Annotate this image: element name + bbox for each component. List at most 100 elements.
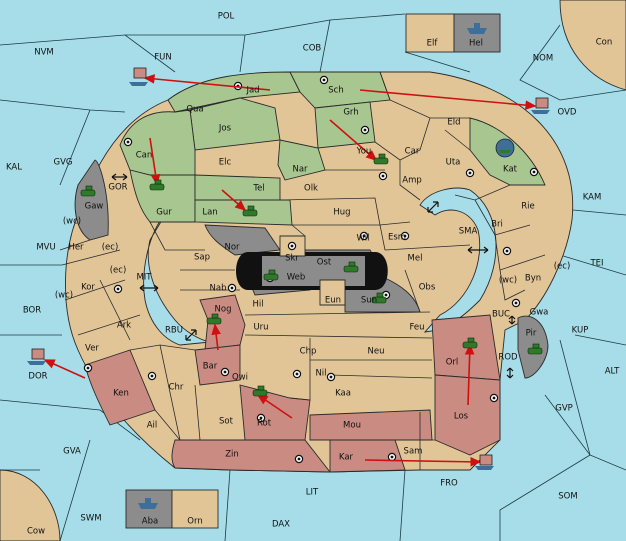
label-ail: Ail (147, 421, 158, 431)
arrow-sch-ovd (359, 89, 537, 110)
label-mel: Mel (408, 254, 423, 264)
label-mit: MIT (136, 273, 152, 283)
label-mou: Mou (343, 421, 361, 431)
label-ovd: OVD (558, 108, 577, 118)
label-som: SOM (558, 492, 577, 502)
label-esm: Esm (388, 233, 406, 243)
province-eun (319, 279, 346, 306)
fleet-icon-ovd (531, 97, 550, 114)
label-hug: Hug (333, 208, 350, 218)
label-olk: Olk (304, 184, 318, 194)
label-zin: Zin (225, 450, 239, 460)
army-icon-lan (242, 205, 258, 217)
label-lit: LIT (306, 488, 319, 498)
label-fro: FRO (440, 479, 458, 489)
army-icon-orl (462, 337, 478, 349)
label-obs: Obs (419, 283, 436, 293)
label-elf: Elf (427, 39, 439, 49)
label-tel: Tel (252, 184, 264, 194)
label-bri: Bri (491, 220, 503, 230)
label-ec-byn: (ec) (554, 262, 571, 272)
province-zin (171, 439, 331, 473)
inner-channel (143, 214, 211, 346)
arrow-tel-lan (221, 189, 247, 212)
fleet-icon-hel (467, 23, 487, 34)
label-nog: Nog (215, 305, 232, 315)
label-hel: Hel (469, 39, 483, 49)
label-ec-kor: (ec) (110, 266, 127, 276)
island-north (405, 13, 501, 53)
label-eun: Eun (325, 296, 341, 306)
army-icon-nog (206, 313, 222, 325)
red-provinces (84, 294, 501, 473)
label-swm: SWM (80, 514, 101, 524)
label-bar: Bar (203, 362, 218, 372)
army-icon-qwi (252, 385, 268, 397)
label-hil: Hil (252, 300, 263, 310)
sea-labels: POL NVM FUN COB NOM OVD KAL GVG GOR KAM … (6, 12, 620, 537)
label-qua: Qua (186, 105, 203, 115)
label-kat: Kat (503, 165, 518, 175)
label-gvp: GVP (555, 404, 573, 414)
arrow-grh-you (329, 119, 378, 162)
label-skr: Skr (285, 254, 299, 264)
label-amp: Amp (402, 176, 422, 186)
label-fun: FUN (154, 53, 171, 63)
label-alt: ALT (605, 367, 620, 377)
label-jos: Jos (218, 124, 232, 134)
province-elf (405, 13, 455, 53)
province-mou (309, 409, 433, 441)
label-gvg: GVG (54, 158, 73, 168)
province-ken (84, 349, 156, 426)
label-wc-kor: (wc) (55, 291, 73, 301)
label-aba: Aba (142, 517, 158, 527)
label-you: You (356, 147, 372, 157)
label-kup: KUP (572, 326, 589, 336)
arrow-bar-nog (211, 323, 221, 351)
label-sun: Sun (361, 296, 377, 306)
army-icon-gur (149, 179, 165, 191)
label-nom: NOM (533, 54, 553, 64)
province-bar (194, 344, 241, 386)
label-qwi: Qwi (232, 373, 248, 383)
fleet-icon-dor (27, 348, 46, 365)
land-labels: Elf Hel Jad Sch Qua Jos Grh Eld Can Elc … (68, 39, 548, 527)
province-kar (329, 439, 406, 473)
label-orl: Orl (446, 358, 459, 368)
province-tel (194, 174, 281, 201)
label-rod: ROD (498, 353, 518, 363)
label-sap: Sap (194, 253, 210, 263)
army-icon-gaw (80, 185, 96, 197)
label-sot: Sot (219, 417, 234, 427)
label-gaw: Gaw (85, 202, 104, 212)
army-icon-ost (343, 261, 359, 273)
army-icon-web (263, 269, 279, 281)
label-chr: Chr (169, 383, 184, 393)
label-sch: Sch (328, 86, 343, 96)
label-kaa: Kaa (335, 389, 351, 399)
label-gwa: Gwa (530, 308, 549, 318)
army-icon-you (373, 153, 389, 165)
label-neu: Neu (368, 347, 385, 357)
label-jad: Jad (245, 86, 259, 96)
label-nar: Nar (292, 165, 308, 175)
label-her: Her (68, 243, 84, 253)
label-grh: Grh (343, 108, 358, 118)
label-chp: Chp (300, 347, 317, 357)
label-lan: Lan (202, 208, 217, 218)
island-south (125, 489, 219, 529)
label-wc-byn: (wc) (499, 276, 517, 286)
label-eld: Eld (447, 118, 460, 128)
label-rie: Rie (521, 202, 535, 212)
province-los (434, 374, 501, 456)
label-can: Can (136, 151, 153, 161)
label-nor: Nor (224, 243, 240, 253)
label-cob: COB (303, 44, 322, 54)
fleet-icon-aba (138, 498, 158, 509)
fleet-icon-kat (495, 138, 515, 158)
label-wc-her: (wc) (63, 217, 81, 227)
label-gur: Gur (156, 208, 172, 218)
label-elc: Elc (219, 158, 232, 168)
